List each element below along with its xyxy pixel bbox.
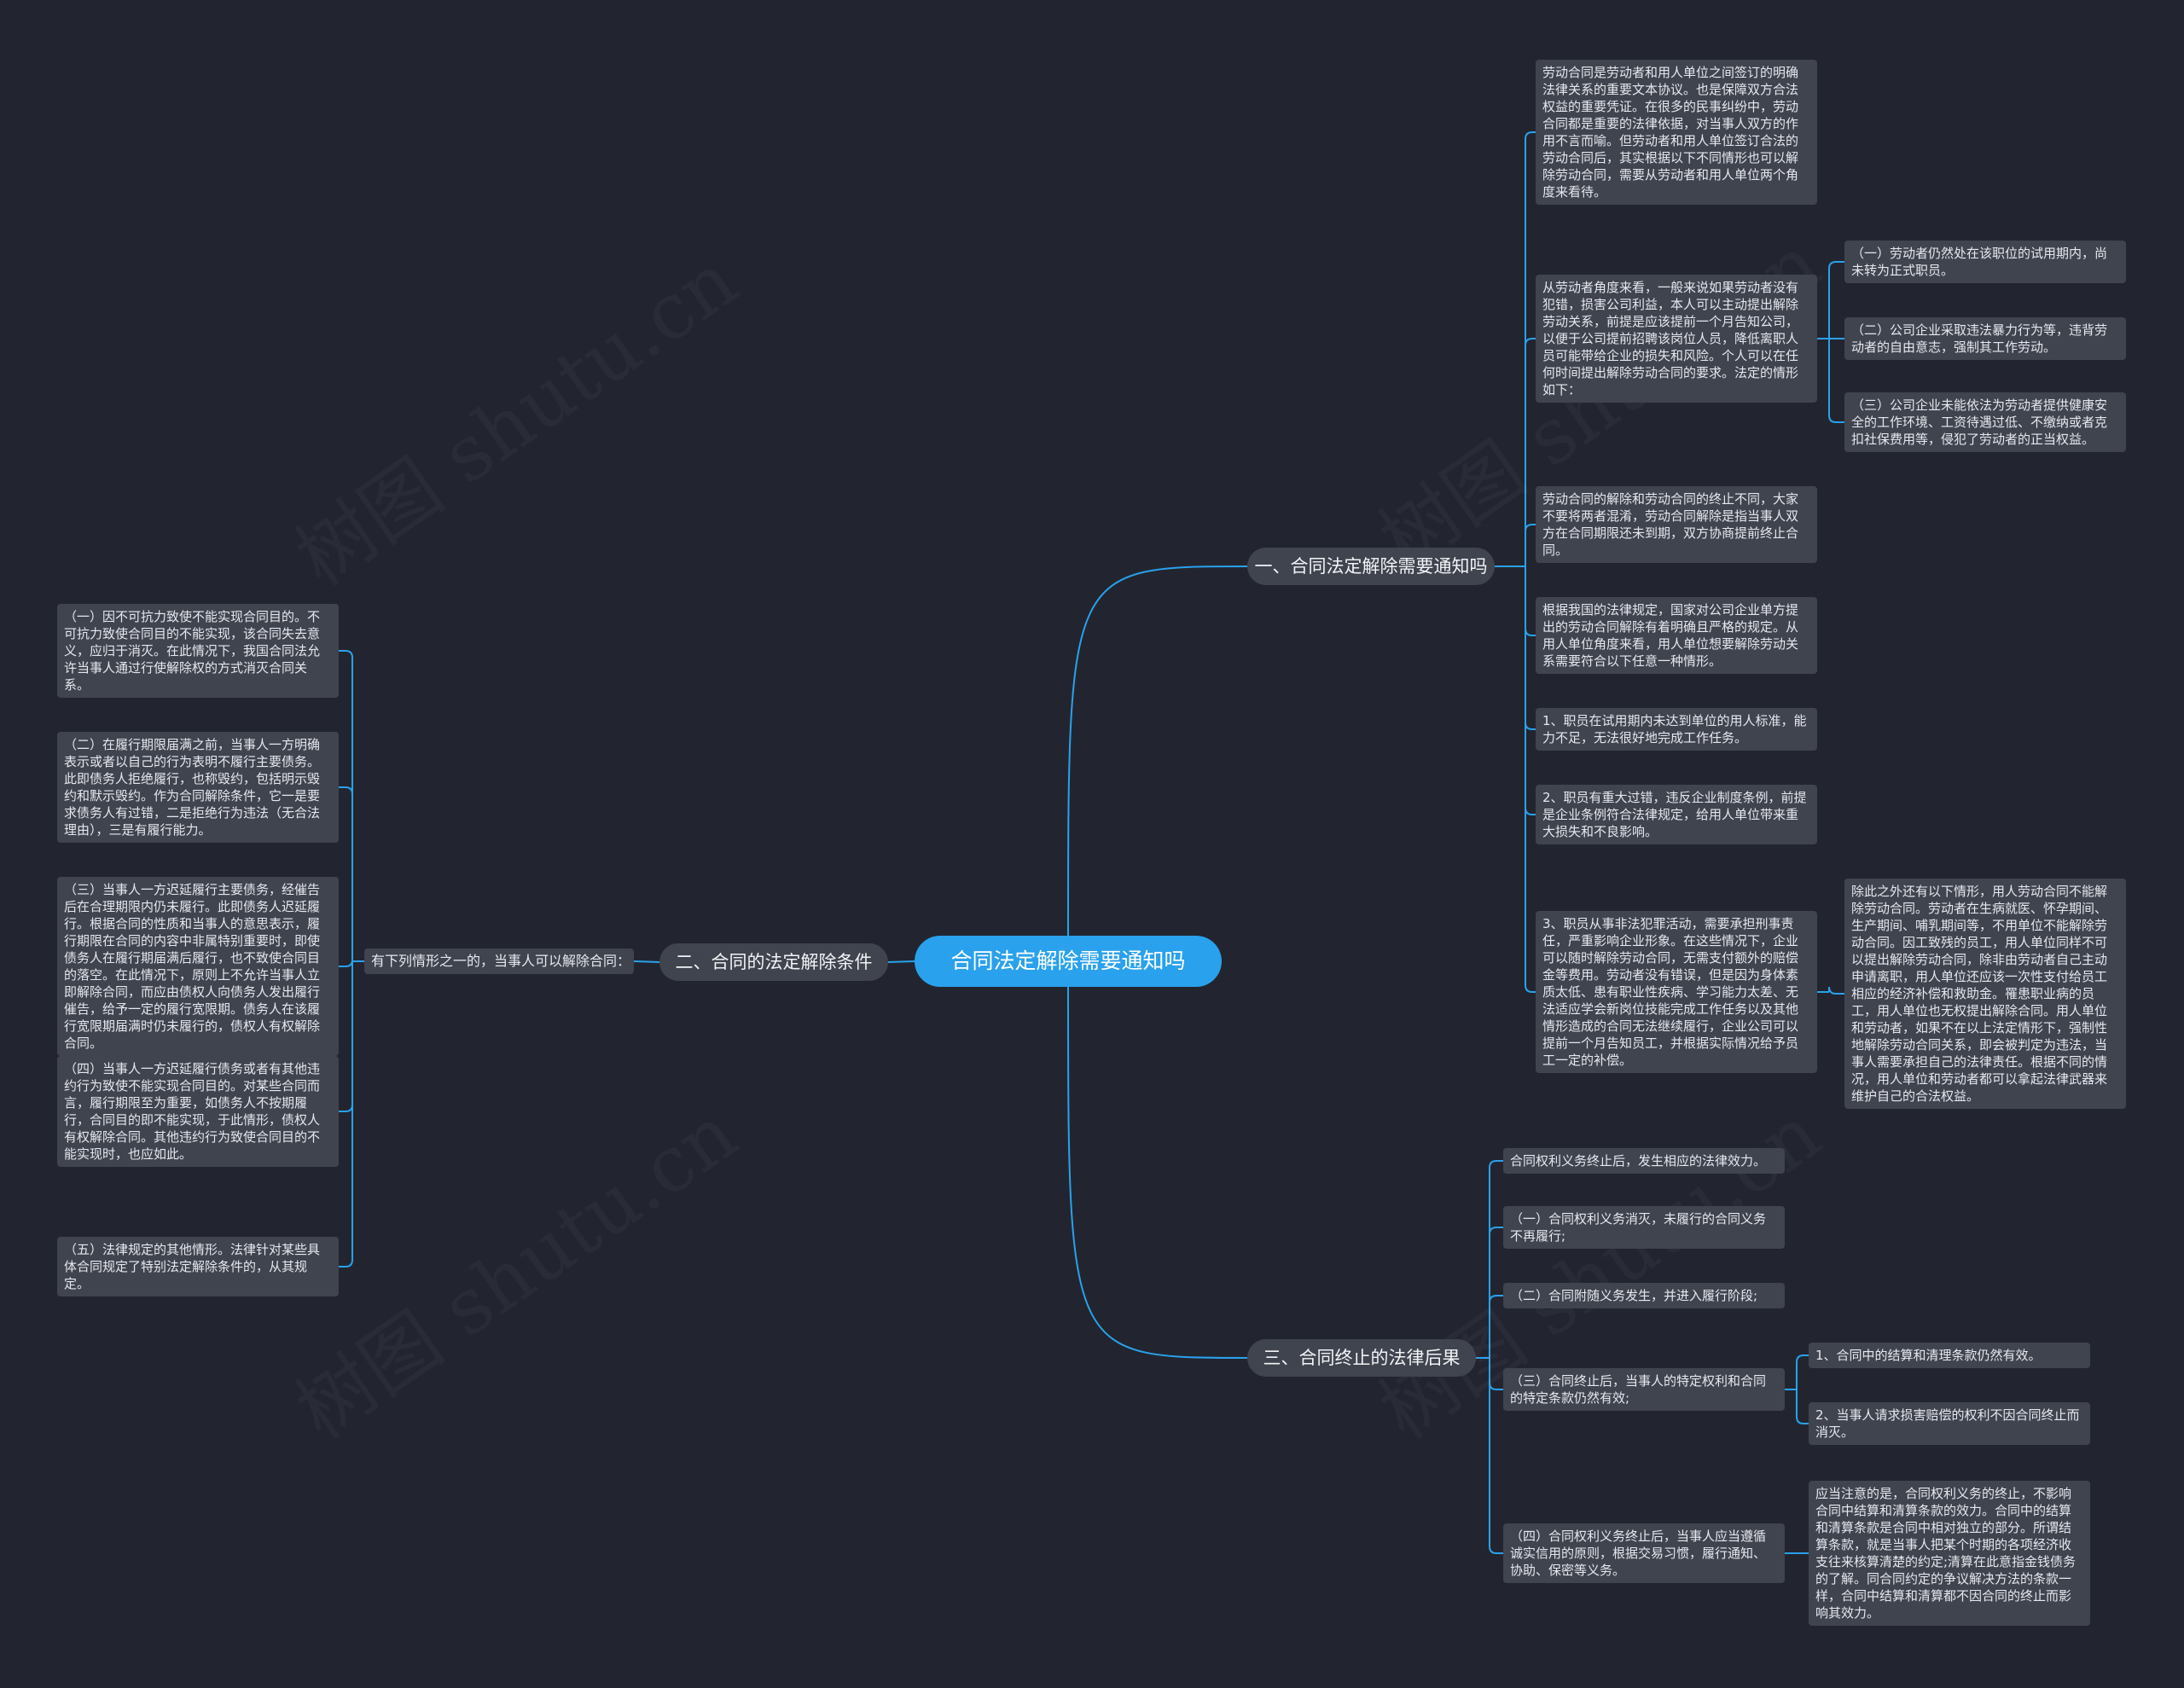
bracket-link — [1525, 524, 1536, 566]
bracket-link — [1525, 566, 1536, 730]
b3-effect-3-item-1[interactable]: 1、合同中的结算和清理条款仍然有效。 — [1809, 1343, 2090, 1368]
b2-condition-3[interactable]: （三）当事人一方迟延履行主要债务，经催告后在合理期限内仍未履行。此即债务人迟延履… — [57, 877, 339, 1056]
bracket-link — [1828, 339, 1844, 423]
b3-effect-4[interactable]: （四）合同权利义务终止后，当事人应当遵循诚实信用的原则，根据交易习惯，履行通知、… — [1503, 1523, 1785, 1583]
b3-effect-intro[interactable]: 合同权利义务终止后，发生相应的法律效力。 — [1503, 1148, 1785, 1174]
root-branch-link — [887, 960, 915, 963]
b1-worker-perspective-note[interactable]: 从劳动者角度来看，一般来说如果劳动者没有犯错，损害公司利益，本人可以主动提出解除… — [1536, 275, 1817, 403]
bracket-link — [1796, 1389, 1809, 1424]
b2-condition-2[interactable]: （二）在履行期限届满之前，当事人一方明确表示或者以自己的行为表明不履行主要债务。… — [57, 732, 339, 843]
bracket-link — [633, 960, 660, 963]
bracket-link — [339, 650, 353, 961]
bracket-link — [339, 959, 353, 967]
b3-effect-3-item-2[interactable]: 2、当事人请求损害赔偿的权利不因合同终止而消灭。 — [1809, 1402, 2090, 1445]
bracket-link — [1525, 131, 1536, 566]
branch-termination-conditions[interactable]: 二、合同的法定解除条件 — [659, 943, 888, 981]
bracket-link — [1525, 566, 1536, 993]
b1-intro-note[interactable]: 劳动合同是劳动者和用人单位之间签订的明确法律关系的重要文本协议。也是保障双方合法… — [1536, 60, 1817, 205]
bracket-link — [1828, 261, 1844, 339]
b2-conditions-intro[interactable]: 有下列情形之一的，当事人可以解除合同： — [364, 948, 634, 974]
b1-employer-perspective-note[interactable]: 根据我国的法律规定，国家对公司企业单方提出的劳动合同解除有着明确且严格的规定。从… — [1536, 597, 1817, 674]
bracket-link — [1796, 1354, 1809, 1389]
bracket-link — [1828, 986, 1844, 995]
b1-worker-case-2[interactable]: （二）公司企业采取违法暴力行为等，违背劳动者的自由意志，强制其工作劳动。 — [1844, 317, 2126, 360]
b1-non-dismissal-cases-note[interactable]: 除此之外还有以下情形，用人劳动合同不能解除劳动合同。劳动者在生病就医、怀孕期间、… — [1844, 879, 2126, 1109]
bracket-link — [1525, 566, 1536, 815]
bracket-link — [339, 786, 353, 961]
branch-notice-required[interactable]: 一、合同法定解除需要通知吗 — [1247, 548, 1495, 585]
branch-legal-consequences[interactable]: 三、合同终止的法律后果 — [1247, 1339, 1476, 1377]
b2-condition-4[interactable]: （四）当事人一方迟延履行债务或者有其他违约行为致使不能实现合同目的。对某些合同而… — [57, 1056, 339, 1167]
bracket-link — [339, 961, 353, 1267]
bracket-link — [1489, 1227, 1503, 1358]
b2-condition-1[interactable]: （一）因不可抗力致使不能实现合同目的。不可抗力致使合同目的不能实现，该合同失去意… — [57, 604, 339, 698]
b1-dissolution-vs-termination-note[interactable]: 劳动合同的解除和劳动合同的终止不同，大家不要将两者混淆，劳动合同解除是指当事人双… — [1536, 486, 1817, 563]
b3-effect-1[interactable]: （一）合同权利义务消灭，未履行的合同义务不再履行; — [1503, 1206, 1785, 1249]
b1-worker-case-3[interactable]: （三）公司企业未能依法为劳动者提供健康安全的工作环境、工资待遇过低、不缴纳或者克… — [1844, 392, 2126, 452]
b3-effect-4-note[interactable]: 应当注意的是，合同权利义务的终止，不影响合同中结算和清算条款的效力。合同中的结算… — [1809, 1481, 2090, 1626]
bracket-link — [1489, 1358, 1503, 1554]
bracket-link — [1489, 1295, 1503, 1358]
bracket-link — [1489, 1160, 1503, 1358]
root-branch-link — [1067, 566, 1248, 937]
root-topic[interactable]: 合同法定解除需要通知吗 — [915, 936, 1222, 987]
bracket-link — [1489, 1358, 1503, 1390]
bracket-link — [1525, 338, 1536, 566]
b1-employer-case-3[interactable]: 3、职员从事非法犯罪活动，需要承担刑事责任，严重影响企业形象。在这些情况下，企业… — [1536, 911, 1817, 1073]
bracket-link — [1525, 566, 1536, 636]
b1-employer-case-1[interactable]: 1、职员在试用期内未达到单位的用人标准，能力不足，无法很好地完成工作任务。 — [1536, 708, 1817, 751]
b1-worker-case-1[interactable]: （一）劳动者仍然处在该职位的试用期内，尚未转为正式职员。 — [1844, 241, 2126, 283]
bracket-link — [339, 961, 353, 1112]
b3-effect-2[interactable]: （二）合同附随义务发生，并进入履行阶段; — [1503, 1283, 1785, 1308]
b3-effect-3[interactable]: （三）合同终止后，当事人的特定权利和合同的特定条款仍然有效; — [1503, 1368, 1785, 1411]
root-branch-link — [1067, 986, 1248, 1359]
b1-employer-case-2[interactable]: 2、职员有重大过错，违反企业制度条例，前提是企业条例符合法律规定，给用人单位带来… — [1536, 785, 1817, 844]
b2-condition-5[interactable]: （五）法律规定的其他情形。法律针对某些具体合同规定了特别法定解除条件的，从其规定… — [57, 1237, 339, 1296]
